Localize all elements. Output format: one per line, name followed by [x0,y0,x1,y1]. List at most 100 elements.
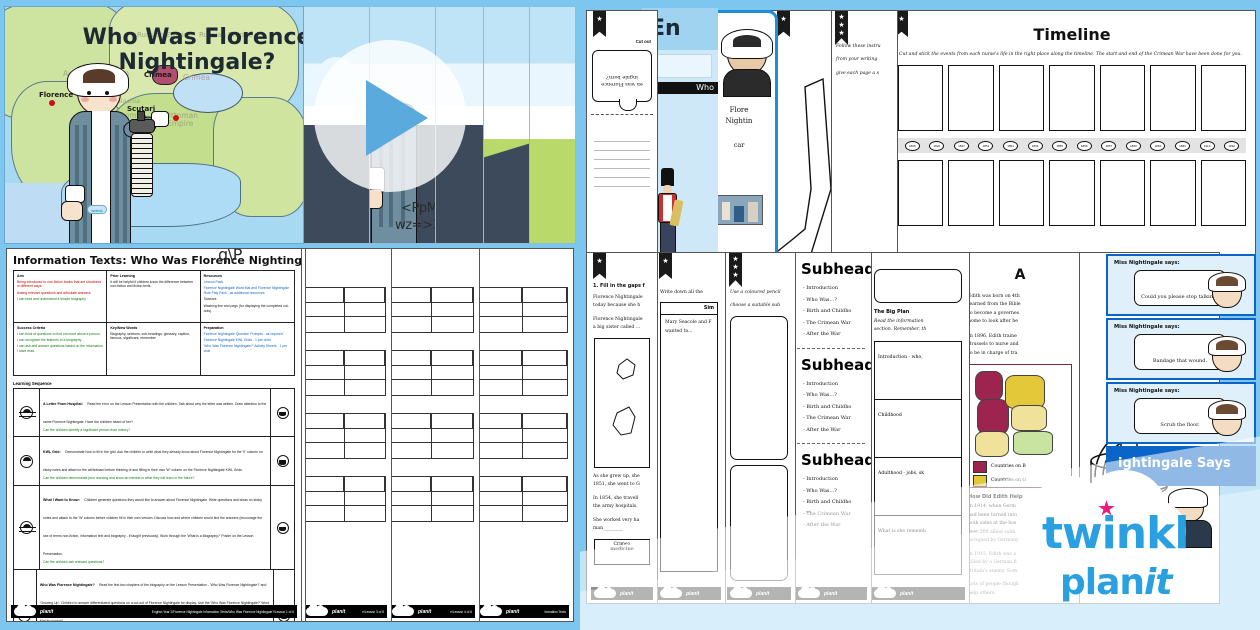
timeline-title: Timeline [1033,25,1111,44]
timeline-box[interactable] [1150,65,1196,132]
soldier-illustration [656,168,684,256]
bookmark-ribbon-icon: ★ [593,253,606,279]
footer-path: n/Lesson 4 of 6 [450,609,472,614]
bookmark-ribbon-icon: ★ [895,11,908,37]
timeline-date: 1837 [953,140,969,151]
map-label-crimea-faded: Crimea [183,73,210,82]
timeline-box[interactable] [898,160,944,227]
bookmark-ribbon-icon: ★ [659,253,672,279]
bookmark-ribbon-icon: ★ [777,11,790,37]
column-header: Sim [661,303,717,316]
artifact-text-1: <PpML{Z9ur- [401,201,435,216]
ww1-map: Countries on B Countries on G [968,364,1072,489]
cutout-arm-worksheet[interactable]: ★ [770,10,832,260]
play-triangle-icon [366,80,428,156]
answer-box-1[interactable] [730,315,788,460]
bookmark-ribbon-icon: ★★★ [729,253,742,287]
map-label-florence: Florence [39,91,74,99]
gap-fill-heading: 1. Fill in the gaps f [593,283,645,289]
planit-wordmark: planit [40,608,54,615]
plan-cell-resources: Resources Lesson Pack Florence Nightinga… [200,271,294,323]
presentation-title-slide[interactable]: Russian Empire Russian Empire Austro-Hun… [4,6,304,244]
cut-out-instruction: Cut out [635,39,651,44]
cut-and-stick-worksheet[interactable]: ★ Cut out en was Florence ingale born? [586,10,658,260]
biography-name-line-2: Nightin [725,117,753,126]
subhead-title: Subhead [801,451,872,469]
list-item: Introduction [803,283,871,295]
plan-cell-prior-learning: Prior Learning It will be helpful if chi… [107,271,201,323]
footer-path: n/Lesson 3 of 6 [362,609,384,614]
timeline-date: 1992 [1224,140,1240,151]
presentation-slide-back-4[interactable] [474,6,530,244]
timeline-box[interactable] [1099,160,1146,227]
nightingale-says-card-2[interactable]: Miss Nightingale says: Bandage that woun… [1106,318,1256,380]
hospital-photo [717,195,763,225]
big-plan-heading: The Big Plan [874,309,910,315]
timeline-box[interactable] [1049,65,1095,132]
nightingale-says-card-1[interactable]: Miss Nightingale says: Could you please … [1106,254,1256,316]
goggles-face-icon [14,389,40,437]
presentation-slide-back-5[interactable] [524,6,576,244]
edith-title: A [1014,267,1026,283]
plan-cell-preparation: Preparation Florence Nightingale Questio… [203,326,288,354]
timeline-box[interactable] [948,160,994,227]
timeline-box[interactable] [1099,65,1146,132]
bookmark-ribbon-icon: ★ [593,11,606,37]
english-sheet-bar-label: Who [696,83,714,92]
list-item: Who Was...? [803,295,871,307]
instructions-worksheet[interactable]: ★★★ Follow these instru from your writin… [828,10,898,260]
map-label-russian-empire-1: Russian Empire [137,31,191,39]
timeline-box[interactable] [998,65,1045,132]
timeline-box[interactable] [1200,160,1246,227]
nightingale-says-card-3[interactable]: Miss Nightingale says: Scrub the floor. [1106,382,1256,444]
play-button[interactable] [314,40,466,192]
instructions-line-2: from your writing [836,57,878,63]
timeline-date: 1883 [1174,140,1190,151]
map-label-russian-empire-2: Russian Empire [199,31,253,39]
timeline-box[interactable] [898,65,944,132]
twinkl-wordmark: twinkl [1042,508,1189,559]
footer-path: English Year 2/Florence Nightingale Info… [151,609,294,614]
timeline-top-boxes[interactable] [898,65,1246,132]
timeline-box[interactable] [998,160,1045,227]
timeline-box[interactable] [1200,65,1246,132]
lesson-plan-front[interactable]: Information Texts: Who Was Florence Nigh… [6,248,302,622]
timeline-worksheet[interactable]: ★ Timeline Cut and stick the events from… [888,10,1256,268]
timeline-date: 1820 [929,140,945,151]
table-row: What I Want to Know: Children generate q… [14,485,294,571]
instructions-line-1: Follow these instru [836,44,881,49]
writing-lines[interactable] [594,133,650,187]
twinkl-cloud-icon [14,605,36,616]
table-row: A Letter From Hospital: Read the error o… [14,389,294,438]
timeline-box[interactable] [948,65,994,132]
timeline-date: 1857 [1101,140,1117,151]
list-item: Birth and Childho [803,306,871,318]
title-entry-box[interactable] [874,269,962,303]
plan-cell-key-words: Key/New Words Biography, sections, sub-h… [107,323,201,375]
lesson-presentation-stack[interactable]: <PpML{Z9ur- wz=>3LcU(-?)bB≤;) w! [4,6,576,244]
nurse-face-icon [1206,272,1248,308]
plan-cell-success-criteria: Success Criteria I can think of question… [14,323,108,375]
twinkl-planit-logo: twinkl planit [1020,470,1216,610]
nightingale-portrait [719,29,775,97]
drop-empty-icon [270,485,294,570]
list-item: Introduction [803,379,871,391]
timeline-bottom-boxes[interactable] [898,160,1246,227]
timeline-date: 1860 [1125,140,1141,151]
timeline-box[interactable] [1150,160,1196,227]
presentation-title: Who Was Florence Nightingale? [82,25,304,76]
map-pin-ottoman [173,115,179,121]
map-label-ottoman-3: Ottoman [165,111,199,120]
learning-sequence-label: Learning Sequence [13,381,52,386]
map-label-scutari: Scutari [127,105,156,113]
timeline-box[interactable] [1049,160,1095,227]
bookmark-ribbon-icon: ★★★ [835,11,848,45]
document-footer: planit English Year 2/Florence Nightinga… [11,605,297,618]
subhead-title: Subhead [801,260,872,278]
lesson-plan-info-grid: Aim Being introduced to non-fiction book… [13,270,295,376]
